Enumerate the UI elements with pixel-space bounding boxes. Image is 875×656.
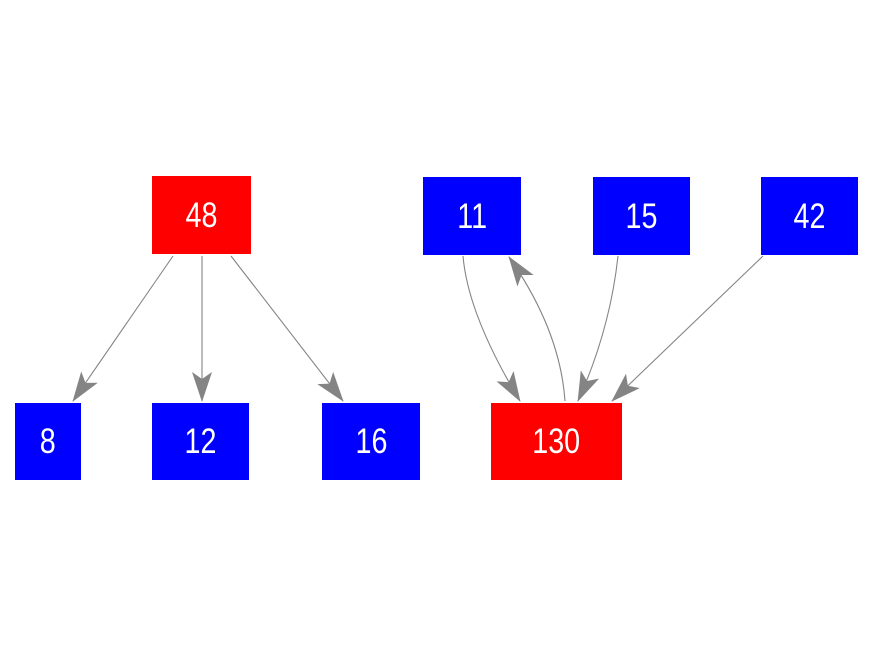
node-15[interactable]: 15 (593, 177, 690, 255)
node-130[interactable]: 130 (491, 403, 622, 480)
edge-15-to-130 (577, 255, 619, 402)
node-11[interactable]: 11 (423, 177, 521, 255)
node-8[interactable]: 8 (15, 403, 81, 480)
node-label: 16 (355, 422, 387, 461)
node-label: 11 (457, 196, 487, 236)
node-label: 12 (184, 422, 217, 461)
node-label: 8 (40, 422, 56, 461)
node-48[interactable]: 48 (152, 176, 251, 254)
node-12[interactable]: 12 (152, 403, 249, 480)
edge-48-to-16 (230, 255, 344, 402)
node-label: 42 (793, 196, 826, 236)
edges-group (72, 255, 764, 402)
edge-130-to-11 (508, 256, 566, 402)
node-16[interactable]: 16 (322, 403, 420, 480)
edge-42-to-130 (611, 255, 764, 402)
edge-48-to-8 (72, 255, 174, 402)
node-label: 130 (532, 422, 581, 461)
node-42[interactable]: 42 (761, 177, 858, 255)
edge-11-to-130 (462, 255, 521, 402)
node-label: 15 (625, 196, 658, 236)
node-label: 48 (185, 195, 218, 235)
